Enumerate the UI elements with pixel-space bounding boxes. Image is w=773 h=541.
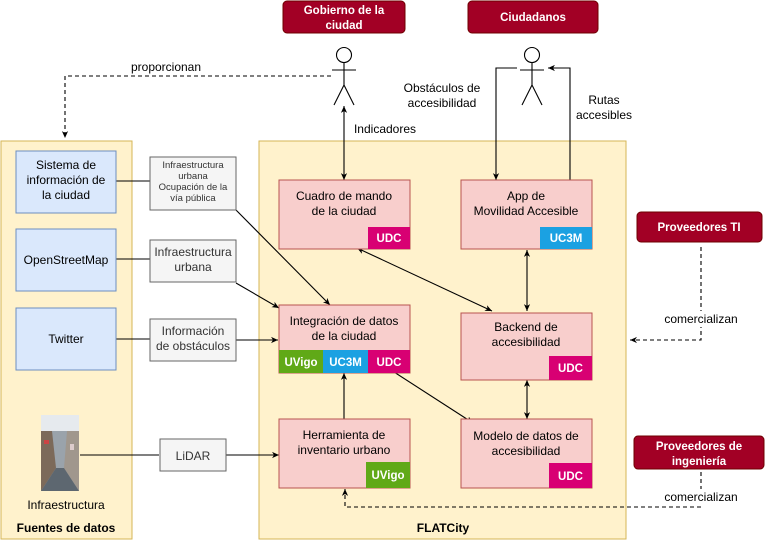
badge-udc-cuadro — [368, 227, 410, 249]
street-photo-icon — [41, 415, 79, 491]
actor-proveedores-ti-label: Proveedores TI — [657, 222, 740, 234]
stick-figure-ciudadanos-icon — [520, 46, 544, 106]
stick-figure-gobierno-icon — [332, 46, 356, 106]
badge-uvigo-herramienta-label: UVigo — [371, 470, 404, 482]
badge-uc3m-app — [540, 227, 592, 249]
source-infraestructura-label: Infraestructura — [27, 498, 105, 512]
badge-udc-integracion — [368, 350, 410, 373]
edge-rutas — [548, 64, 571, 180]
badge-uc3m-app-label: UC3M — [550, 233, 583, 245]
badge-uvigo-integracion — [279, 350, 323, 373]
label-lidar: LiDAR — [159, 438, 227, 472]
edge-integracion-modelo — [393, 371, 474, 424]
badge-udc-modelo-label: UDC — [558, 471, 583, 483]
source-twitter-label: Twitter — [48, 332, 83, 346]
badge-uvigo-integracion-label: UVigo — [284, 357, 317, 369]
badge-udc-integracion-label: UDC — [377, 357, 402, 369]
badge-uc3m-integracion — [323, 350, 368, 373]
edge-sistema-integracion — [235, 209, 331, 306]
edge-obstaculos — [492, 67, 517, 180]
badge-udc-cuadro-label: UDC — [377, 233, 402, 245]
edge-label-proporcionan: proporcionan — [131, 60, 201, 74]
flatcity-panel-title: FLATCity — [417, 521, 470, 535]
source-osm: OpenStreetMap — [15, 228, 117, 292]
edge-label-comercializan-ing: comercializan — [664, 490, 737, 504]
fuentes-panel-title: Fuentes de datos — [17, 521, 116, 535]
badge-udc-backend — [549, 356, 592, 380]
source-twitter: Twitter — [15, 307, 117, 371]
badge-udc-backend-label: UDC — [558, 363, 583, 375]
edge-cuadro-backend — [356, 247, 493, 312]
edge-comercializan-ti — [630, 247, 702, 344]
edge-label-comercializan-ti: comercializan — [664, 312, 737, 326]
actor-ciudadanos: Ciudadanos — [467, 0, 599, 34]
badge-uc3m-integracion-label: UC3M — [329, 357, 362, 369]
actor-ciudadanos-label: Ciudadanos — [500, 12, 566, 24]
source-infraestructura: Infraestructura — [27, 415, 105, 512]
actor-proveedores-ti: Proveedores TI — [636, 211, 763, 243]
label-lidar-text: LiDAR — [176, 449, 211, 463]
edge-osm-integracion — [235, 282, 280, 309]
badge-uvigo-herramienta — [366, 462, 410, 488]
edge-proporcionan — [61, 75, 331, 138]
edge-label-indicadores: Indicadores — [354, 122, 416, 136]
source-osm-label: OpenStreetMap — [24, 253, 109, 267]
badge-udc-modelo — [549, 463, 592, 488]
